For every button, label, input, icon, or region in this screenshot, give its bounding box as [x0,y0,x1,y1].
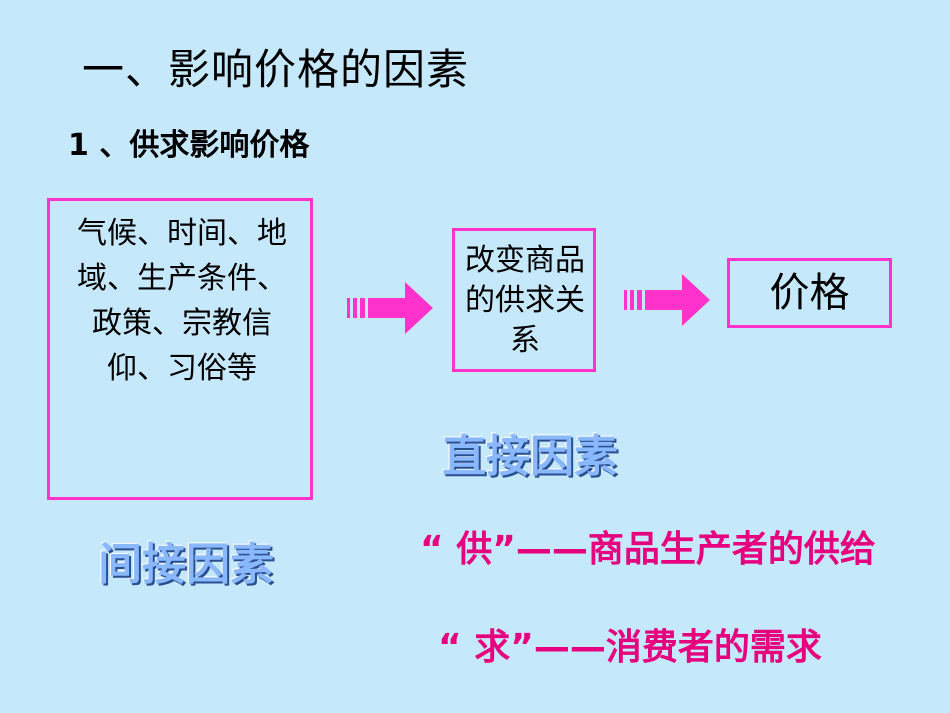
indirect-factors-box: 气候、时间、地域、生产条件、政策、宗教信仰、习俗等 [47,198,313,500]
demand-definition: “ 求”——消费者的需求 [438,627,822,668]
arrow-right-icon [347,282,433,334]
section-subtitle: 1 、供求影响价格 [68,128,310,163]
page-title: 一、影响价格的因素 [82,45,470,94]
direct-factor-label: 直接因素 [442,431,618,482]
indirect-factor-label: 间接因素 [98,539,274,590]
supply-definition: “ 供”——商品生产者的供给 [420,529,876,570]
arrow-right-icon [624,274,710,326]
supply-demand-box: 改变商品的供求关系 [452,228,596,372]
supply-demand-text: 改变商品的供求关系 [465,243,585,358]
price-box: 价格 [727,258,892,328]
price-text: 价格 [769,270,850,316]
indirect-factors-text: 气候、时间、地域、生产条件、政策、宗教信仰、习俗等 [77,216,287,386]
